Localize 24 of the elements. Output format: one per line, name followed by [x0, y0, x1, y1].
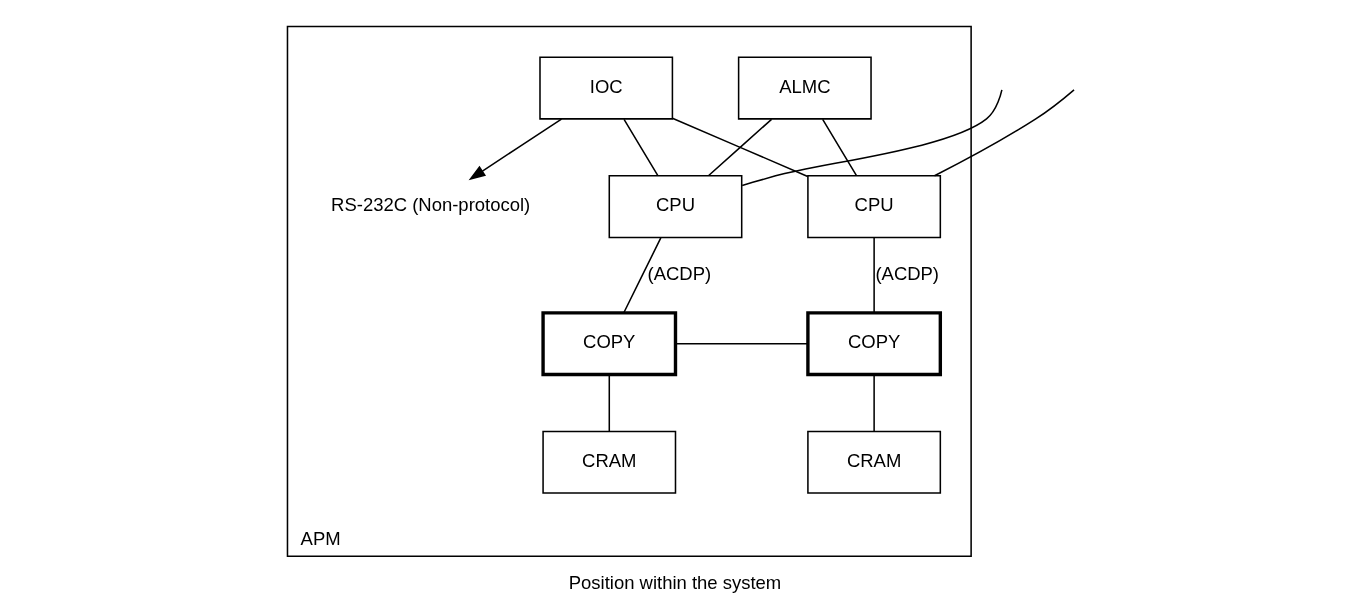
arrow: [468, 118, 563, 181]
connector: [623, 237, 662, 314]
connector: [821, 118, 858, 177]
node-box: COPY: [541, 311, 678, 377]
node-box: CRAM: [542, 430, 677, 494]
connector: [671, 117, 809, 178]
connector: [623, 118, 659, 177]
connector: [873, 237, 875, 314]
caption: Position within the system: [568, 572, 782, 594]
connector: [707, 118, 773, 177]
node-box: CPU: [807, 175, 942, 239]
connector: [608, 374, 611, 432]
connector: [741, 89, 1003, 187]
connector: [933, 89, 1075, 177]
connector: [873, 374, 875, 432]
node-box: CPU: [608, 175, 743, 239]
node-box: IOC: [539, 56, 674, 120]
edge-label: (ACDP): [875, 262, 940, 284]
node-text: RS-232C (Non-protocol): [331, 194, 531, 216]
edge-label: (ACDP): [647, 262, 712, 284]
node-box: CRAM: [807, 430, 942, 494]
node-box: ALMC: [737, 56, 872, 120]
node-box: COPY: [806, 311, 943, 377]
connector: [675, 342, 809, 345]
